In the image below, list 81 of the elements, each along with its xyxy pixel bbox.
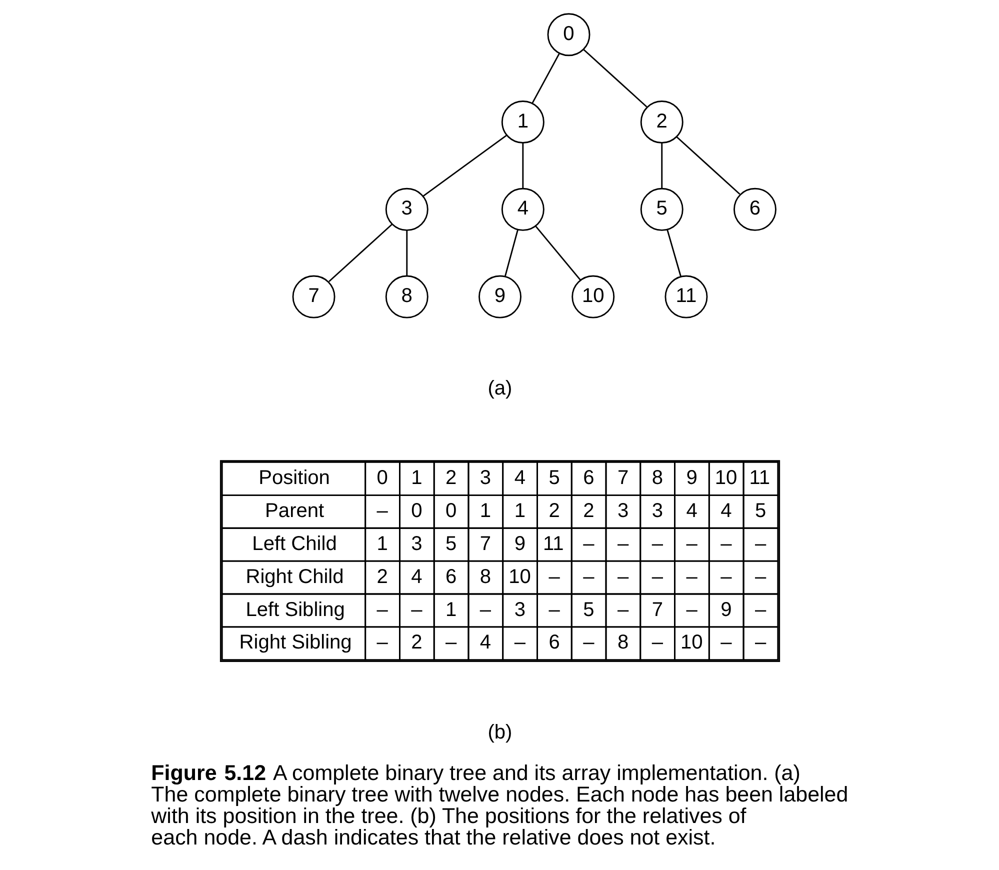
label: Left Child xyxy=(252,532,336,555)
label: 5 xyxy=(582,598,594,621)
label: – xyxy=(754,566,766,588)
label: 1 xyxy=(410,466,422,489)
label: 4 xyxy=(410,566,422,588)
label: – xyxy=(616,566,628,588)
label: – xyxy=(686,598,697,621)
label: 1 xyxy=(479,500,491,522)
label: Right Sibling xyxy=(238,632,352,654)
label: Right Child xyxy=(245,566,344,588)
label: – xyxy=(686,566,697,588)
label: – xyxy=(720,566,732,588)
label: (b) xyxy=(487,721,512,744)
label: 1 xyxy=(376,532,388,555)
label: 11 xyxy=(542,532,564,555)
label: 3 xyxy=(479,466,491,489)
label: – xyxy=(376,500,388,522)
label: 10 xyxy=(714,466,737,489)
label: – xyxy=(686,532,697,555)
label: 2 xyxy=(548,500,560,522)
label: – xyxy=(479,598,491,621)
label: 2 xyxy=(376,566,388,588)
label: 1 xyxy=(514,500,525,522)
label: – xyxy=(376,598,388,621)
label: – xyxy=(548,598,560,621)
label: 0 xyxy=(376,466,388,489)
label: 5 xyxy=(754,500,766,522)
label: 3 xyxy=(616,500,628,522)
label: 3 xyxy=(410,532,422,555)
label: 5 xyxy=(548,466,560,489)
label: 0 xyxy=(445,500,456,522)
label: 8 xyxy=(616,632,628,654)
label: 7 xyxy=(616,466,628,489)
label: Position xyxy=(258,466,330,489)
label: 3 xyxy=(651,500,662,522)
label: 9 xyxy=(720,598,732,621)
label: 7 xyxy=(479,532,491,555)
label: 5 xyxy=(445,532,456,555)
label: – xyxy=(651,532,662,555)
label: 4 xyxy=(686,500,697,522)
label: 2 xyxy=(410,632,422,654)
label: 0 xyxy=(410,500,422,522)
label: 11 xyxy=(748,466,770,489)
label: – xyxy=(616,532,628,555)
label: – xyxy=(445,632,456,654)
label: 4 xyxy=(479,632,491,654)
label: 1 xyxy=(445,598,456,621)
label: 7 xyxy=(651,598,662,621)
label: 2 xyxy=(582,500,594,522)
label: 2 xyxy=(445,466,456,489)
label: – xyxy=(582,632,594,654)
label: – xyxy=(582,566,594,588)
label: Left Sibling xyxy=(245,598,344,621)
label: – xyxy=(548,566,560,588)
label: 3 xyxy=(514,598,525,621)
label: 6 xyxy=(582,466,594,489)
label: 9 xyxy=(514,532,525,555)
label: (a) xyxy=(487,377,512,400)
label: 9 xyxy=(686,466,697,489)
label: – xyxy=(720,632,732,654)
label: 4 xyxy=(514,466,525,489)
label: 8 xyxy=(479,566,491,588)
label: – xyxy=(514,632,525,654)
label: – xyxy=(754,598,766,621)
label: – xyxy=(754,632,766,654)
label: – xyxy=(616,598,628,621)
label: – xyxy=(410,598,422,621)
caption: Figure 5.12 A complete binary tree and its array implementation. (a) The complete binary tree with twelve nodes. Each node has been labeled with its position in the tree. (b) The positions for the relatives of each node. A dash indicates that the relative does not exist. xyxy=(150,761,848,850)
label: Parent xyxy=(264,500,324,522)
label: 10 xyxy=(680,632,702,654)
label: – xyxy=(651,632,662,654)
label: 6 xyxy=(548,632,560,654)
label: 8 xyxy=(651,466,662,489)
label: 6 xyxy=(445,566,456,588)
label: – xyxy=(651,566,662,588)
label: – xyxy=(582,532,594,555)
label: 4 xyxy=(720,500,732,522)
label: – xyxy=(754,532,766,555)
label: 10 xyxy=(508,566,530,588)
label: – xyxy=(376,632,388,654)
label: – xyxy=(720,532,732,555)
